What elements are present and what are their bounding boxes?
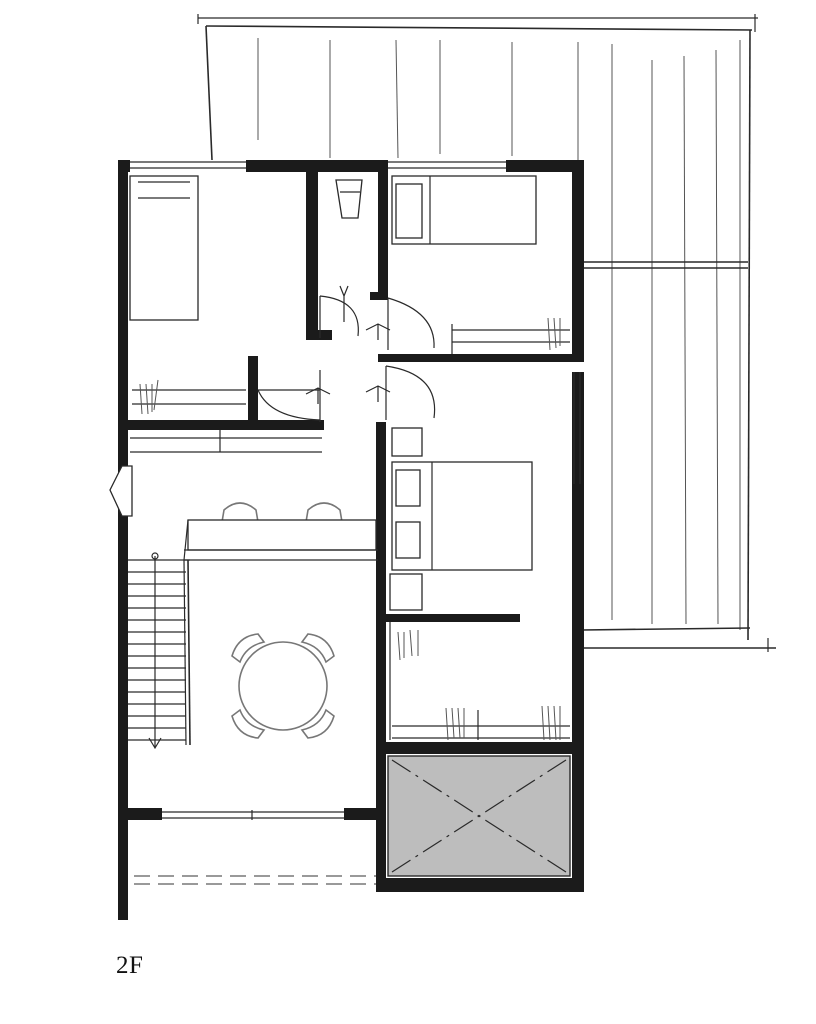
dining-set [231, 633, 335, 739]
roof-deck [197, 14, 776, 652]
hall-storage [130, 430, 322, 453]
void-opening [387, 755, 571, 877]
master-bedroom [389, 427, 533, 611]
walk-in-closet [389, 622, 570, 741]
wc [335, 179, 363, 219]
bedroom-2 [391, 175, 570, 354]
windows [109, 161, 581, 820]
bedroom-1 [129, 175, 246, 415]
stair-direction-arrow [148, 556, 162, 750]
stair [128, 552, 191, 750]
walls [118, 160, 584, 920]
doors [257, 285, 436, 422]
terrace-edge [134, 875, 376, 885]
floor-label: 2F [116, 952, 144, 979]
counter [183, 502, 378, 561]
